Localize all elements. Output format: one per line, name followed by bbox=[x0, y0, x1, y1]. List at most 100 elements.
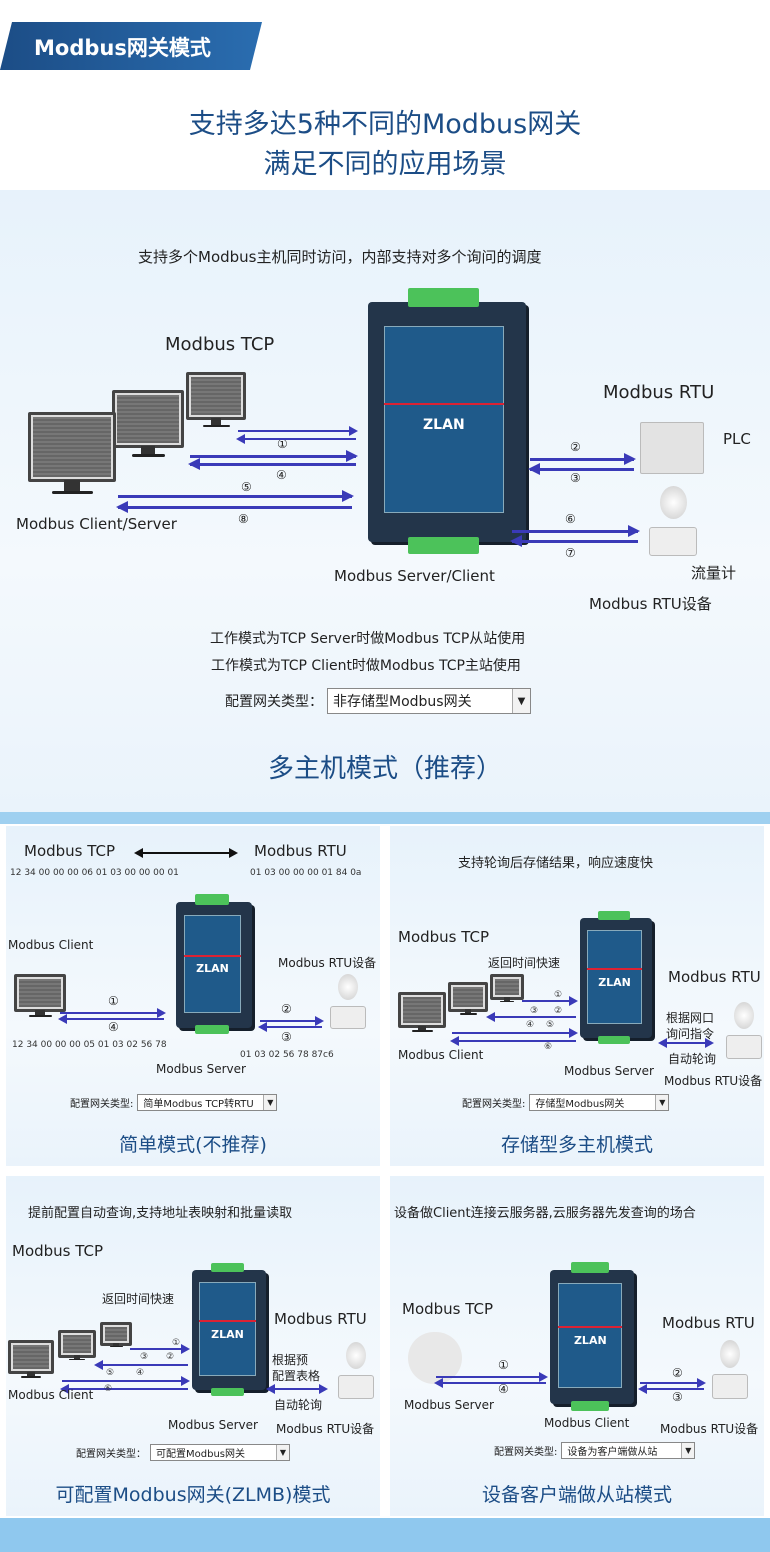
config-label: 配置网关类型： bbox=[225, 694, 323, 710]
p2-arrow-6 bbox=[450, 1036, 576, 1046]
arrow-2 bbox=[530, 453, 636, 465]
p3-config-label: 配置网关类型： bbox=[76, 1449, 146, 1460]
monitor-icon bbox=[490, 974, 524, 1002]
p1-rtu-label: Modbus RTU bbox=[254, 842, 347, 860]
monitor-icon bbox=[186, 372, 246, 428]
p2-rtu-device-label: Modbus RTU设备 bbox=[664, 1074, 763, 1088]
p3-arrow-5 bbox=[62, 1376, 190, 1386]
p3-step-4: ④ bbox=[136, 1368, 145, 1378]
chevron-down-icon[interactable]: ▼ bbox=[276, 1445, 289, 1460]
mode-line-2: 工作模式为TCP Client时做Modbus TCP主站使用 bbox=[211, 658, 521, 674]
step-8: ⑧ bbox=[238, 512, 249, 526]
monitor-icon bbox=[112, 390, 184, 458]
p1-hex-rtu-response: 01 03 02 56 78 87c6 bbox=[240, 1050, 334, 1060]
mode-line-1: 工作模式为TCP Server时做Modbus TCP从站使用 bbox=[210, 631, 526, 647]
p1-gateway-type-config: 配置网关类型: 简单Modbus TCP转RTU ▼ bbox=[70, 1094, 278, 1111]
p3-step-3: ③ bbox=[140, 1352, 149, 1362]
p2-gateway-type-value: 存储型Modbus网关 bbox=[535, 1099, 625, 1110]
p2-step-4: ④ bbox=[526, 1020, 535, 1030]
p4-arrow-3 bbox=[638, 1384, 704, 1394]
main-caption: 多主机模式（推荐） bbox=[267, 754, 502, 784]
p3-description: 提前配置自动查询,支持地址表映射和批量读取 bbox=[28, 1206, 293, 1221]
p1-hex-tcp-request: 12 34 00 00 00 06 01 03 00 00 00 01 bbox=[10, 868, 179, 878]
step-2: ② bbox=[570, 440, 581, 454]
p4-tcp-label: Modbus TCP bbox=[402, 1300, 494, 1318]
plc-label: PLC bbox=[723, 430, 751, 448]
p3-gateway-type-select[interactable]: 可配置Modbus网关 ▼ bbox=[150, 1444, 290, 1461]
chevron-down-icon[interactable]: ▼ bbox=[681, 1443, 695, 1458]
modbus-tcp-label: Modbus TCP bbox=[165, 334, 275, 355]
p1-gateway-type-select[interactable]: 简单Modbus TCP转RTU ▼ bbox=[137, 1094, 278, 1111]
device-brand: ZLAN bbox=[196, 962, 229, 976]
banner-title: Modbus网关模式 bbox=[34, 36, 211, 60]
p4-caption: 设备客户端做从站模式 bbox=[481, 1484, 672, 1506]
p2-arrow-1 bbox=[522, 996, 578, 1006]
p2-gateway-type-select[interactable]: 存储型Modbus网关 ▼ bbox=[529, 1094, 670, 1111]
p4-client-label: Modbus Client bbox=[544, 1416, 630, 1430]
gateway-device-image: ZLAN bbox=[550, 1261, 634, 1411]
p1-client-label: Modbus Client bbox=[8, 938, 94, 952]
p2-step-5: ⑤ bbox=[546, 1020, 555, 1030]
gateway-device-image: ZLAN bbox=[580, 910, 652, 1044]
device-brand: ZLAN bbox=[573, 1334, 607, 1348]
p2-poll-arrow bbox=[658, 1038, 714, 1048]
p1-rtu-device-label: Modbus RTU设备 bbox=[278, 956, 377, 970]
p4-gateway-type-select[interactable]: 设备为客户端做从站 ▼ bbox=[561, 1442, 696, 1459]
p4-description: 设备做Client连接云服务器,云服务器先发查询的场合 bbox=[394, 1206, 696, 1221]
p2-server-label: Modbus Server bbox=[564, 1064, 654, 1078]
modbus-rtu-label: Modbus RTU bbox=[603, 382, 715, 403]
arrow-6 bbox=[512, 525, 640, 537]
flow-meter-label: 流量计 bbox=[691, 564, 737, 582]
p2-auto-poll: 自动轮询 bbox=[668, 1052, 717, 1066]
step-4: ④ bbox=[276, 468, 287, 482]
device-brand: ZLAN bbox=[423, 417, 465, 434]
arrow-1 bbox=[238, 426, 358, 436]
p2-tcp-label: Modbus TCP bbox=[398, 928, 490, 946]
main-description: 支持多个Modbus主机同时访问，内部支持对多个询问的调度 bbox=[138, 248, 542, 266]
flow-meter-image bbox=[724, 1002, 764, 1062]
gateway-type-value: 非存储型Modbus网关 bbox=[333, 694, 472, 710]
p1-hex-rtu-request: 01 03 00 00 00 01 84 0a bbox=[250, 868, 362, 878]
gateway-type-select[interactable]: 非存储型Modbus网关 ▼ bbox=[327, 688, 531, 714]
p4-arrow-1 bbox=[436, 1372, 548, 1382]
p4-step-1: ① bbox=[498, 1358, 509, 1372]
p2-step-6: ⑥ bbox=[544, 1042, 553, 1052]
arrow-8 bbox=[116, 501, 352, 513]
p4-gateway-type-value: 设备为客户端做从站 bbox=[567, 1447, 658, 1458]
arrow-7 bbox=[510, 535, 638, 547]
monitor-icon bbox=[14, 974, 66, 1017]
p1-arrow-3 bbox=[258, 1022, 322, 1032]
flow-meter-image bbox=[336, 1342, 376, 1402]
p3-arrow-2 bbox=[94, 1360, 188, 1370]
device-brand: ZLAN bbox=[598, 975, 631, 989]
p4-arrow-2 bbox=[640, 1378, 706, 1388]
arrow-4-out bbox=[190, 450, 358, 462]
p1-hex-tcp-response: 12 34 00 00 00 05 01 03 02 56 78 bbox=[12, 1040, 167, 1050]
step-3: ③ bbox=[570, 471, 581, 485]
p1-caption: 简单模式(不推荐) bbox=[119, 1134, 267, 1156]
device-brand: ZLAN bbox=[211, 1327, 244, 1341]
p1-step-4: ④ bbox=[108, 1020, 119, 1034]
p1-bidirectional-arrow bbox=[134, 848, 238, 858]
chevron-down-icon[interactable]: ▼ bbox=[655, 1095, 669, 1110]
p2-fast-label: 返回时间快速 bbox=[488, 956, 561, 970]
monitor-icon bbox=[28, 412, 116, 495]
p2-gateway-type-config: 配置网关类型: 存储型Modbus网关 ▼ bbox=[462, 1094, 670, 1111]
step-1: ① bbox=[277, 437, 288, 451]
chevron-down-icon[interactable]: ▼ bbox=[512, 689, 530, 713]
p2-rtu-label: Modbus RTU bbox=[668, 968, 761, 986]
p1-arrow-1 bbox=[60, 1008, 166, 1018]
gateway-device-image: ZLAN bbox=[176, 894, 252, 1035]
section-divider bbox=[0, 812, 770, 824]
section-banner bbox=[0, 22, 262, 70]
p3-arrow-6 bbox=[60, 1384, 188, 1394]
cloud-icon bbox=[408, 1332, 462, 1384]
flow-meter-image bbox=[710, 1340, 750, 1402]
chevron-down-icon[interactable]: ▼ bbox=[263, 1095, 277, 1110]
p1-arrow-2 bbox=[260, 1016, 324, 1026]
monitor-icon bbox=[8, 1340, 54, 1378]
p3-gateway-type-value: 可配置Modbus网关 bbox=[156, 1449, 245, 1460]
p2-step-2: ② bbox=[554, 1006, 563, 1016]
p3-rtu-device-label: Modbus RTU设备 bbox=[276, 1422, 375, 1436]
p3-poll-arrow bbox=[266, 1384, 328, 1394]
